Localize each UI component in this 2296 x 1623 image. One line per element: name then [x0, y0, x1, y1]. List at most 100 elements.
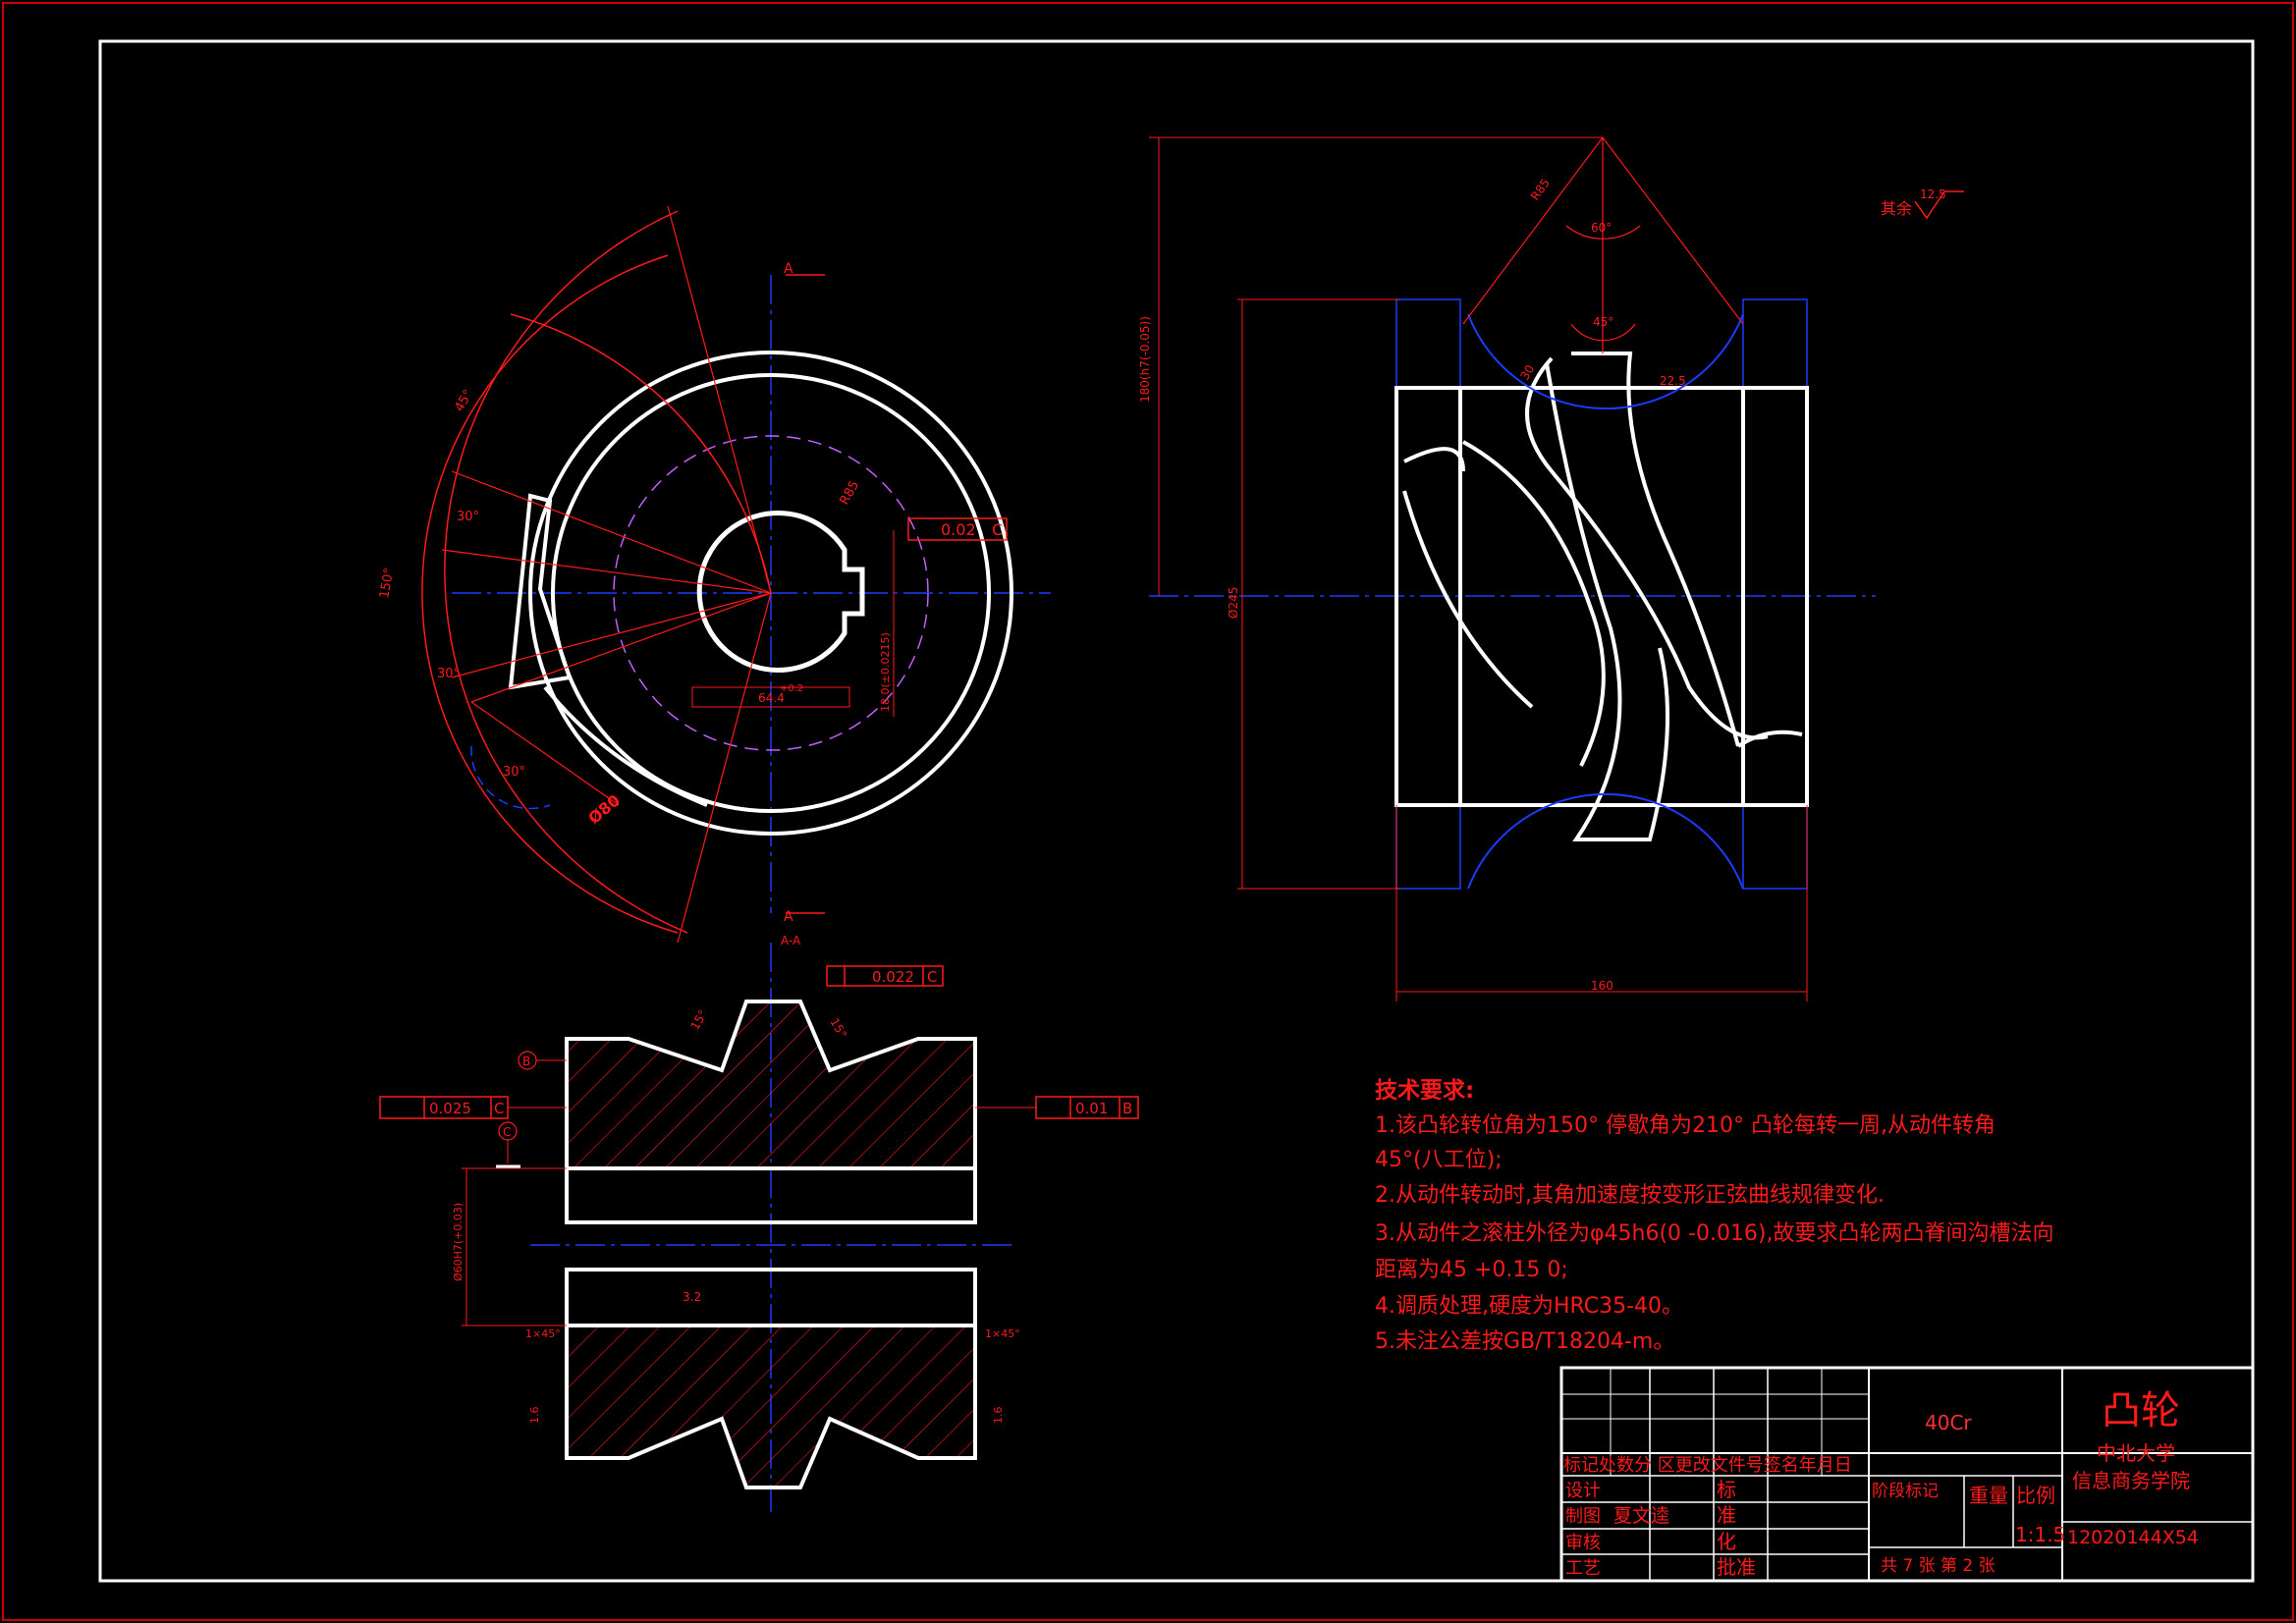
arc-dim-outer — [421, 254, 679, 934]
tb-header: 标记处数分 区更改文件号签名年月日 — [1563, 1455, 1852, 1476]
runout-top-value: 0.02 — [941, 520, 976, 539]
tech-line-3: 3.从动件之滚柱外径为φ45h6(0 -0.016),故要求凸轮两凸脊间沟槽法向 — [1375, 1221, 2054, 1246]
tb-sheets: 共 7 张 第 2 张 — [1881, 1556, 1995, 1576]
section-view: A-A B C 15° 15° Ø60H7(+0.03) 3.2 1×45° 1… — [379, 934, 1139, 1512]
roughness-symbol — [1914, 190, 1964, 220]
roughness-section-mid: 3.2 — [683, 1290, 701, 1304]
runout-top-datum: C — [992, 520, 1003, 539]
dim-side-245: Ø245 — [1227, 587, 1240, 619]
dim-side-45: 45° — [1593, 315, 1613, 329]
chamfer-right: 1×45° — [985, 1327, 1020, 1340]
side-groove-1 — [1462, 356, 1769, 767]
cam-rib-curve — [543, 685, 708, 807]
dim-keyway-width: 64.4 — [758, 691, 785, 705]
section-marker-top: A — [784, 261, 793, 277]
tech-line-2: 2.从动件转动时,其角加速度按变形正弦曲线规律变化. — [1375, 1183, 1885, 1208]
cam-outer-circle — [528, 351, 1013, 836]
dim-arc-30-low: 30° — [437, 667, 460, 681]
side-groove-4 — [1736, 730, 1803, 748]
roughness-note: 其余 12.5 — [1881, 188, 1964, 220]
dim-keyway-tol: +0.2 — [780, 683, 803, 694]
drawing-frame — [98, 39, 2255, 1583]
tech-line-3b: 距离为45 +0.15 0; — [1375, 1258, 1568, 1282]
ray-1 — [667, 205, 772, 594]
tb-row-process: 工艺 — [1565, 1558, 1601, 1579]
section-bore-top — [565, 1166, 977, 1224]
ray-2 — [451, 470, 772, 594]
tech-line-4: 4.调质处理,硬度为HRC35-40。 — [1375, 1294, 1683, 1319]
side-r85-arc — [1467, 313, 1744, 410]
tech-title: 技术要求: — [1375, 1078, 1474, 1104]
side-angle-60 — [1565, 225, 1641, 240]
ray-5 — [470, 592, 772, 703]
runout-top-frame — [907, 517, 1008, 541]
side-groove-2 — [1545, 352, 1740, 841]
leader-80 — [470, 701, 620, 806]
side-angle-45 — [1570, 323, 1636, 342]
dim-keyway-depth: 18.0(±0.0215) — [879, 632, 892, 712]
tech-line-1: 1.该凸轮转位角为150° 停歇角为210° 凸轮每转一周,从动件转角 — [1375, 1113, 1995, 1138]
dim-side-160: 160 — [1591, 979, 1613, 993]
tb-drawer-name: 夏文逵 — [1613, 1505, 1669, 1527]
title-block-frame — [1559, 1366, 2255, 1583]
tb-row-draw: 制图 — [1565, 1506, 1601, 1527]
tb-std2: 准 — [1717, 1503, 1736, 1527]
roughness-section-right: 1.6 — [992, 1407, 1005, 1425]
side-bottom-arc — [1467, 792, 1744, 890]
title-block: 40Cr 凸轮 中北大学 信息商务学院 12020144X54 标记处数分 区更… — [1559, 1366, 2255, 1583]
chamfer-left: 1×45° — [525, 1327, 561, 1340]
tb-approve: 批准 — [1717, 1555, 1756, 1579]
side-view: 180(h7(-0.05)) Ø245 R85 60° 45° 30 22.5 … — [1138, 136, 1876, 1001]
tol-left-value: 0.025 — [429, 1100, 471, 1117]
tb-part-name: 凸轮 — [2102, 1388, 2180, 1434]
bore-with-keyway — [696, 511, 865, 673]
tb-stage: 阶段标记 — [1872, 1482, 1939, 1501]
tb-weight: 重量 — [1969, 1484, 2008, 1507]
dim-arc-30-mid: 30° — [457, 510, 479, 524]
front-view: A A 45° 30° 150° 30° 30° Ø80 R85 64.4 +0… — [377, 205, 1051, 944]
tb-std3: 化 — [1717, 1530, 1736, 1553]
keyway-dim-box — [691, 686, 850, 708]
roller-arc — [470, 745, 551, 810]
tb-material: 40Cr — [1925, 1411, 1972, 1434]
tb-scale: 1:1.5 — [2015, 1523, 2065, 1546]
section-marker-bottom: A — [784, 909, 793, 925]
runout-section-datum: C — [927, 968, 937, 986]
roughness-value: 12.5 — [1920, 188, 1946, 201]
tol-right-datum: B — [1122, 1100, 1132, 1117]
section-title: A-A — [781, 934, 801, 947]
cam-inner-circle — [551, 373, 991, 813]
tech-line-5: 5.未注公差按GB/T18204-m。 — [1375, 1329, 1674, 1354]
tb-school: 中北大学 — [2097, 1441, 2175, 1465]
tb-college: 信息商务学院 — [2072, 1469, 2190, 1492]
tb-std: 标 — [1717, 1478, 1736, 1501]
tol-right-value: 0.01 — [1075, 1100, 1108, 1117]
dim-arc-30-bottom: 30° — [503, 765, 525, 780]
dim-side-22: 22.5 — [1660, 374, 1686, 388]
dim-side-30: 30 — [1517, 362, 1537, 382]
dim-arc-150: 150° — [377, 567, 397, 599]
side-ray-right — [1602, 136, 1744, 325]
dim-section-15-right: 15° — [827, 1016, 849, 1041]
datum-c-label: C — [503, 1125, 511, 1139]
arc-dim-45 — [510, 313, 772, 594]
tb-drawing-no: 12020144X54 — [2067, 1527, 2199, 1548]
datum-b-label: B — [522, 1055, 530, 1068]
side-ray-left — [1462, 136, 1604, 325]
ray-3 — [441, 549, 772, 594]
dim-r-85: R85 — [837, 478, 862, 508]
ray-4 — [451, 592, 772, 678]
dim-side-r85: R85 — [1528, 176, 1553, 202]
dim-dia-80: Ø80 — [584, 790, 624, 828]
arc-dim-150 — [444, 210, 688, 934]
tb-ratio-label: 比例 — [2016, 1484, 2055, 1507]
section-lower-hatch — [565, 1324, 977, 1489]
section-upper-hatch — [565, 1000, 977, 1170]
dim-side-180: 180(h7(-0.05)) — [1138, 316, 1152, 403]
tech-requirements: 技术要求: 1.该凸轮转位角为150° 停歇角为210° 凸轮每转一周,从动件转… — [1375, 1078, 2054, 1354]
roughness-section-left: 1.6 — [528, 1407, 541, 1425]
dim-side-60: 60° — [1591, 221, 1612, 235]
tb-row-design: 设计 — [1565, 1481, 1601, 1501]
